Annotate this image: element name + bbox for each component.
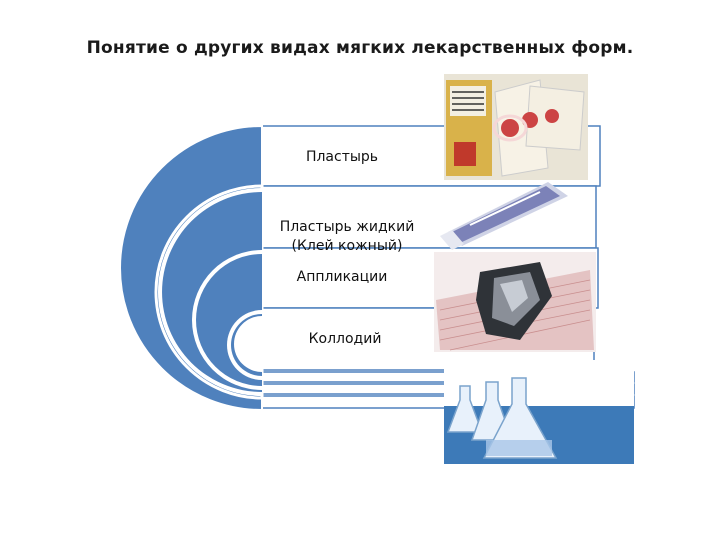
item-label-text: Аппликации bbox=[296, 269, 388, 285]
item-label-text: Пластырь жидкий (Клей кожный) bbox=[279, 219, 415, 254]
plaster-photo bbox=[444, 74, 588, 180]
applications-photo bbox=[434, 252, 596, 352]
liquid-plaster-photo bbox=[440, 182, 568, 250]
item-label-liquid-plaster: Пластырь жидкий (Клей кожный) bbox=[262, 199, 432, 256]
item-label-text: Пластырь bbox=[305, 149, 379, 165]
item-label-plaster: Пластырь bbox=[282, 148, 402, 167]
item-label-collodion: Коллодий bbox=[290, 330, 400, 349]
item-label-text: Коллодий bbox=[308, 331, 382, 347]
collodion-photo bbox=[444, 360, 634, 464]
item-label-applications: Аппликации bbox=[282, 268, 402, 287]
nested-arcs bbox=[119, 124, 264, 412]
arc-core bbox=[234, 316, 262, 372]
slide-title: Понятие о других видах мягких лекарствен… bbox=[86, 38, 634, 58]
